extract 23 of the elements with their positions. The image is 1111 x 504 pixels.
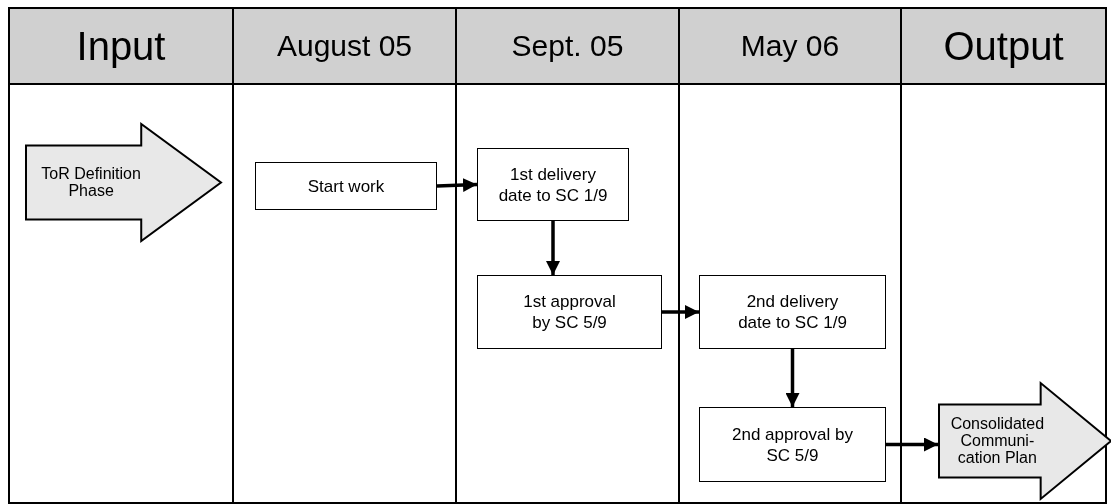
arrow [886,437,938,452]
block-arrow-shape [938,382,1111,500]
process-box: 2nd approval by SC 5/9 [699,407,886,482]
block-arrow-shape [25,123,222,242]
column-header: Input [10,9,232,85]
process-box: 1st delivery date to SC 1/9 [477,148,629,221]
arrow [546,221,560,275]
swimlane-column [455,7,680,504]
swimlane-column [232,7,457,504]
column-header: August 05 [234,9,455,85]
arrow [662,305,699,319]
swimlane-column [8,7,234,504]
arrow [436,178,478,192]
arrow-label: ToR Definition Phase [40,164,142,202]
process-box: Start work [255,162,437,210]
swimlane-column [678,7,902,504]
process-box: 2nd delivery date to SC 1/9 [699,275,886,349]
column-header: May 06 [680,9,900,85]
arrow-label: Consolidated Communi- cation Plan [949,414,1046,469]
column-header: Output [902,9,1105,85]
arrow [785,349,800,407]
column-header: Sept. 05 [457,9,678,85]
process-box: 1st approval by SC 5/9 [477,275,662,349]
